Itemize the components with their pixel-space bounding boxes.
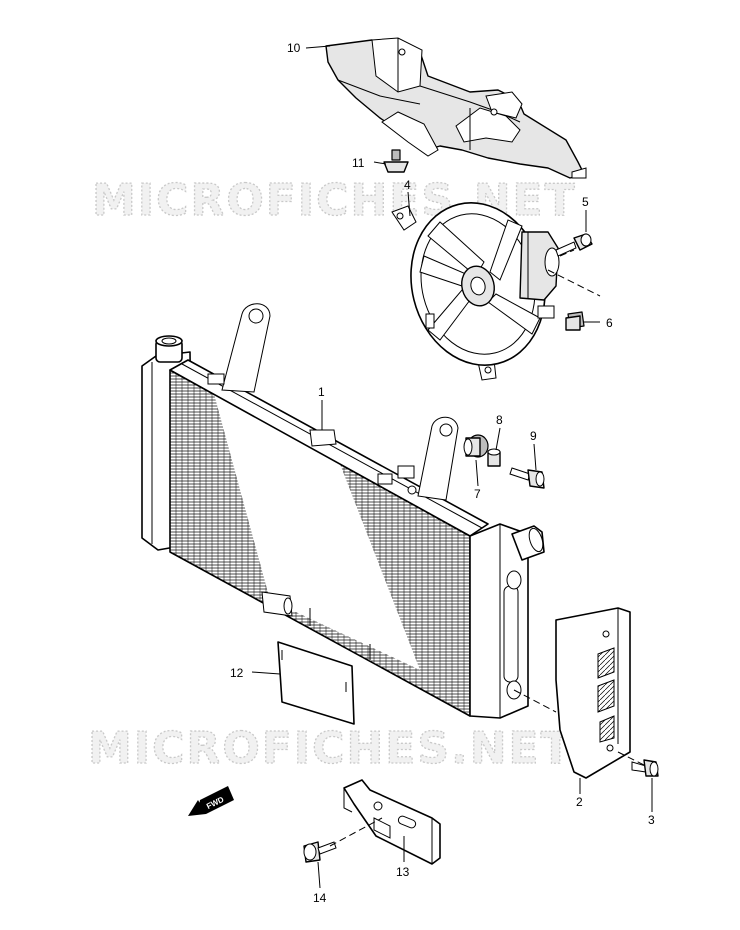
part-9-bolt[interactable] bbox=[509, 467, 545, 489]
part-3-screw[interactable] bbox=[631, 759, 659, 777]
part-5-bolt[interactable] bbox=[555, 233, 593, 257]
callout-5: 5 bbox=[582, 195, 589, 209]
callout-2: 2 bbox=[576, 795, 583, 809]
fwd-direction-marker: FWD bbox=[188, 786, 234, 816]
callout-7: 7 bbox=[474, 487, 481, 501]
callout-1: 1 bbox=[318, 385, 325, 399]
part-12-protector[interactable] bbox=[277, 641, 355, 725]
callout-13: 13 bbox=[396, 865, 410, 879]
callout-8: 8 bbox=[496, 413, 503, 427]
part-7-cushion[interactable] bbox=[463, 434, 489, 458]
part-1-radiator[interactable] bbox=[141, 303, 545, 719]
watermark-text-upper: MICROFICHES.NET bbox=[92, 175, 577, 226]
callout-14: 14 bbox=[313, 891, 327, 905]
callout-labels: 10 11 4 5 6 1 8 9 7 12 2 3 13 14 bbox=[230, 41, 655, 905]
callout-4: 4 bbox=[404, 178, 411, 192]
callout-6: 6 bbox=[606, 316, 613, 330]
part-10-fan-cover[interactable] bbox=[325, 37, 587, 179]
part-14-bolt[interactable] bbox=[303, 841, 337, 863]
alignment-lines bbox=[329, 249, 647, 847]
callout-3: 3 bbox=[648, 813, 655, 827]
part-13-bracket[interactable] bbox=[343, 779, 441, 865]
leader-lines bbox=[251, 45, 653, 889]
part-6-nut[interactable] bbox=[565, 311, 585, 331]
callout-9: 9 bbox=[530, 429, 537, 443]
watermark-text-lower: MICROFICHES.NET bbox=[88, 723, 573, 774]
callout-10: 10 bbox=[287, 41, 301, 55]
part-8-collar[interactable] bbox=[487, 448, 501, 467]
part-11-clip[interactable] bbox=[383, 149, 409, 173]
part-2-side-guard[interactable] bbox=[555, 607, 631, 779]
callout-11: 11 bbox=[352, 156, 365, 170]
callout-12: 12 bbox=[230, 666, 244, 680]
part-4-cooling-fan[interactable] bbox=[391, 188, 562, 381]
